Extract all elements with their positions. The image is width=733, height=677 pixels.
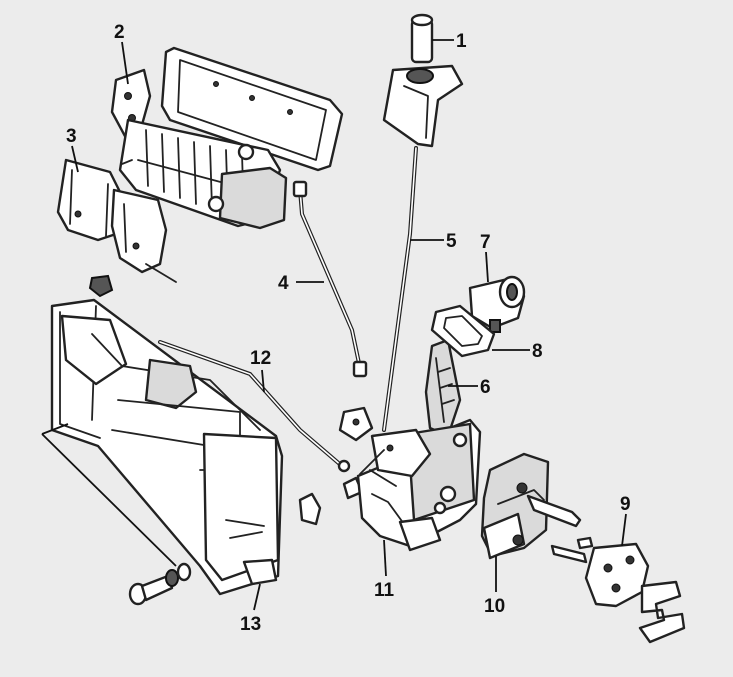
part-7-lock-cylinder (468, 275, 526, 333)
small-retainer-clip (88, 274, 114, 298)
cable-clip (298, 492, 322, 526)
callout-8: 8 (532, 341, 543, 362)
part-11-latch-assembly (338, 406, 482, 552)
callout-13: 13 (240, 614, 261, 635)
part-4-rod (292, 180, 368, 378)
part-13-screw-washers (128, 562, 192, 606)
part-10-striker (480, 452, 588, 564)
striker-spacer (638, 580, 686, 644)
part-13-inside-handle-bracket (41, 298, 284, 596)
callout-12: 12 (250, 348, 271, 369)
part-9-striker-plate (576, 536, 650, 608)
part-5-lock-rod (382, 146, 418, 432)
part-8-gasket (430, 304, 496, 358)
callout-3: 3 (66, 126, 77, 147)
callout-7: 7 (480, 232, 491, 253)
callout-9: 9 (620, 494, 631, 515)
part-1-lock-knob (382, 13, 464, 148)
part-2-outside-handle (110, 46, 344, 230)
part-6-lever (424, 338, 462, 438)
callout-11: 11 (374, 580, 395, 601)
callout-10: 10 (484, 596, 505, 617)
callout-5: 5 (446, 231, 457, 252)
callout-1: 1 (456, 31, 467, 52)
callout-labels: 1 2 3 4 5 6 7 8 9 10 11 12 13 (66, 22, 631, 635)
leader-lines (71, 39, 627, 611)
callout-4: 4 (278, 273, 289, 294)
callout-2: 2 (114, 22, 125, 43)
part-3-handle-shield (56, 158, 177, 283)
callout-6: 6 (480, 377, 491, 398)
